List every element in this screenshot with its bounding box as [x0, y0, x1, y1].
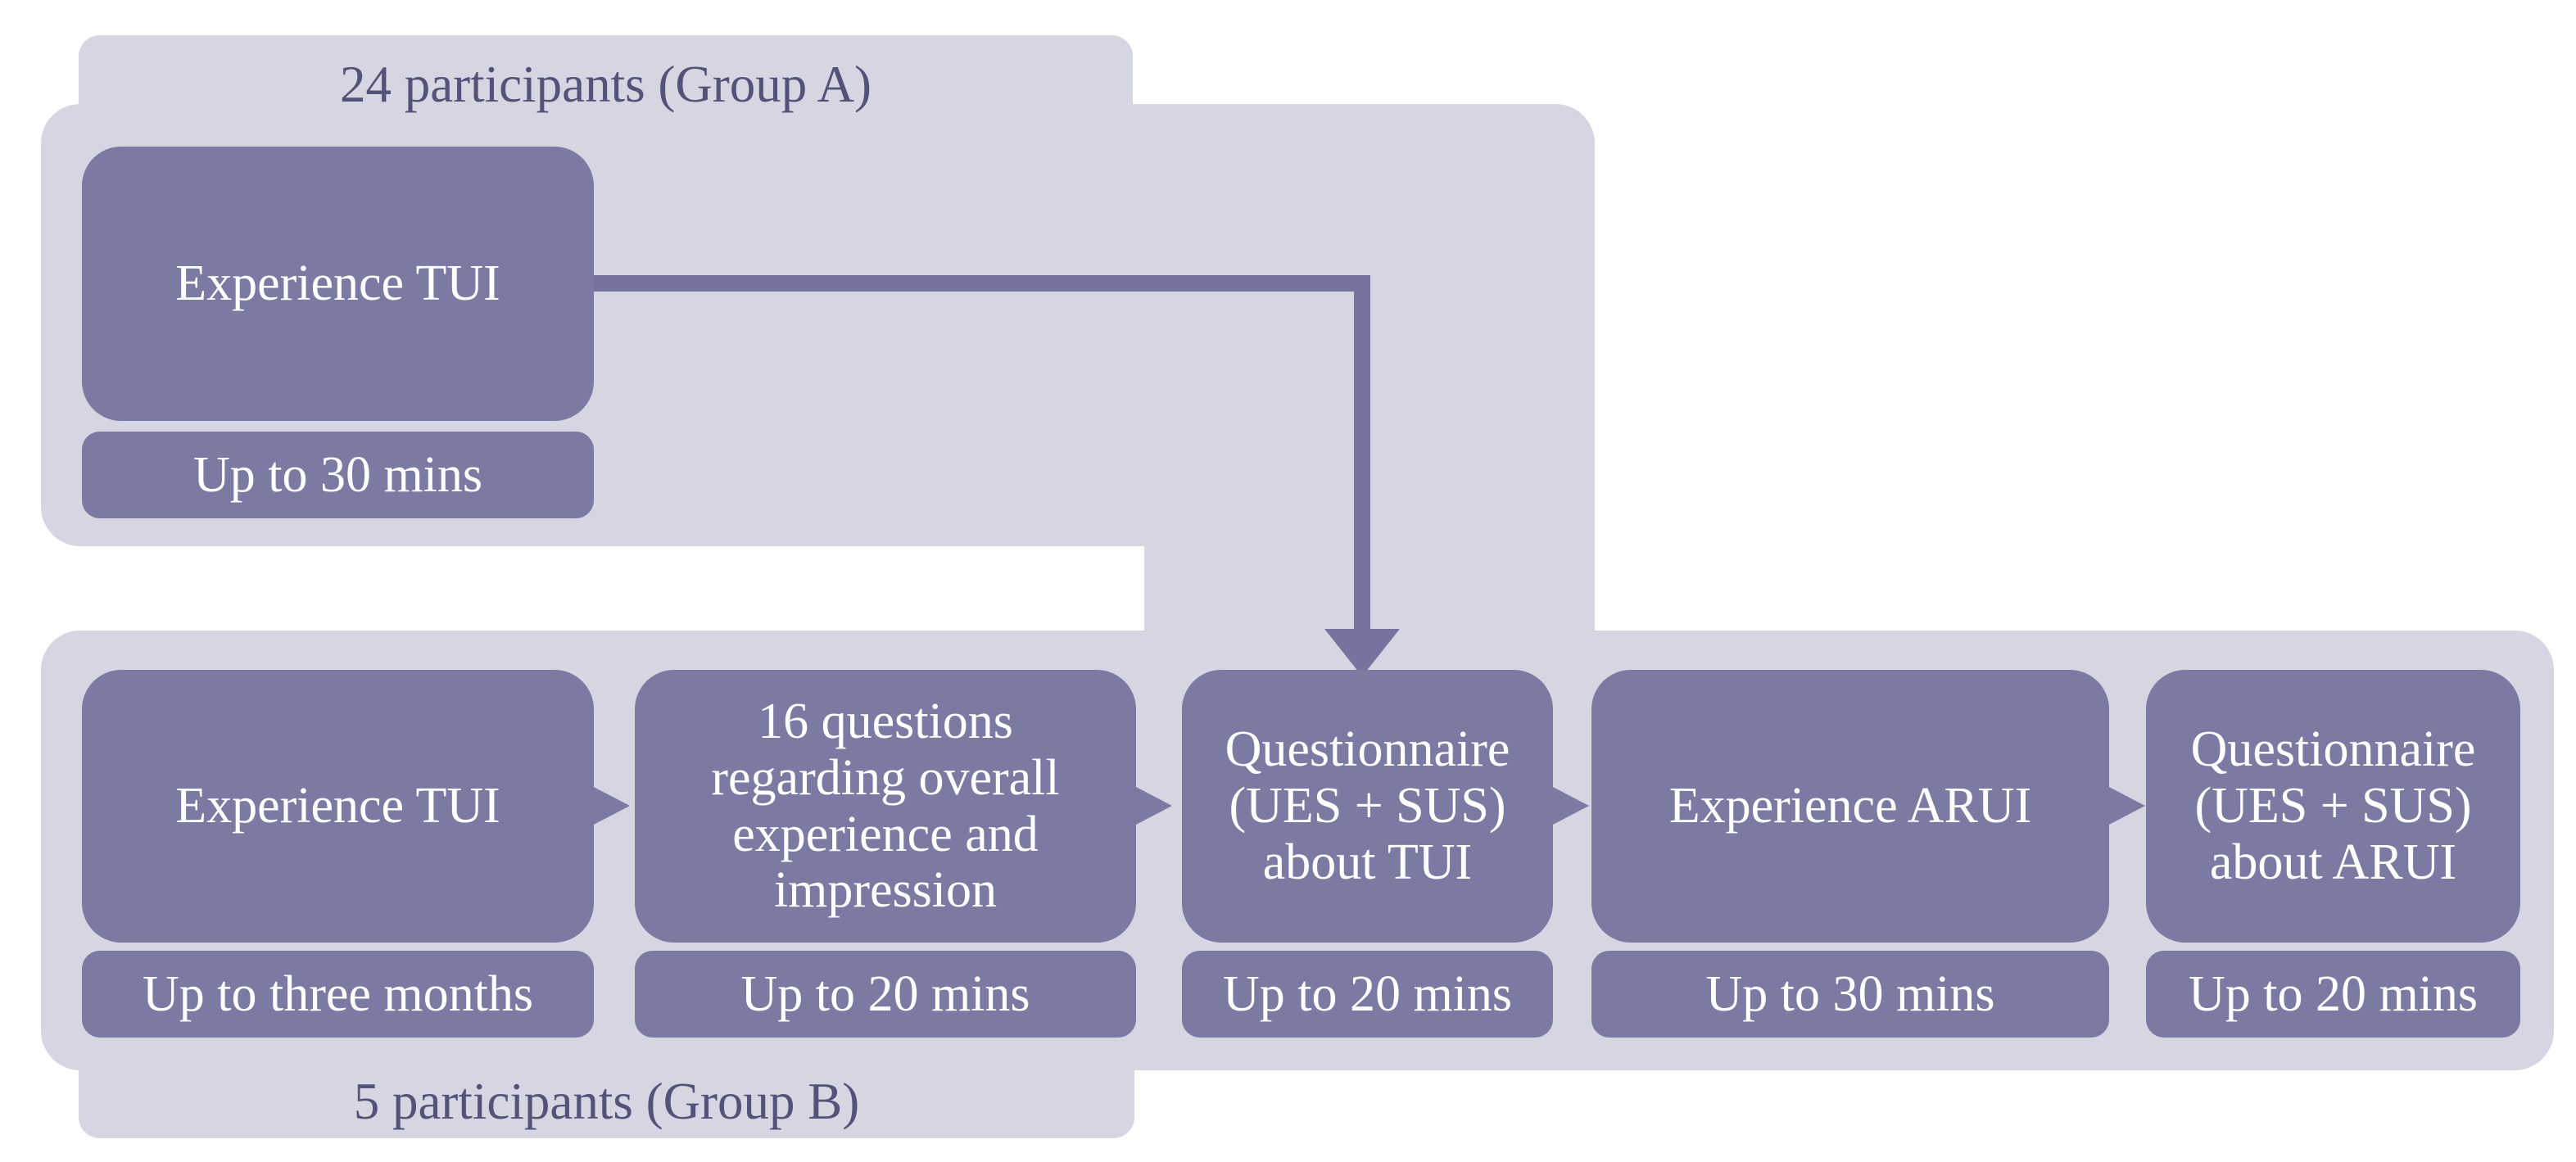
step-experience-arui-duration: Up to 30 mins	[1591, 951, 2109, 1038]
chevron-right-icon	[2107, 786, 2145, 825]
chevron-right-icon	[1134, 786, 1172, 825]
arrow-head-icon	[1324, 629, 1400, 676]
flow-arrow-horizontal	[594, 275, 1370, 292]
flow-arrow-vertical	[1354, 275, 1370, 629]
step-experience-tui-duration: Up to three months	[82, 951, 594, 1038]
group-a-label: 24 participants (Group A)	[339, 56, 872, 114]
step-questionnaire-tui-duration: Up to 20 mins	[1182, 951, 1553, 1038]
group-a-experience-tui-box: Experience TUI	[82, 147, 594, 421]
chevron-right-icon	[592, 786, 630, 825]
step-experience-tui-box: Experience TUI	[82, 670, 594, 943]
step-16-questions-duration: Up to 20 mins	[635, 951, 1136, 1038]
step-16-questions-box: 16 questions regarding overall experienc…	[635, 670, 1136, 943]
group-b-label: 5 participants (Group B)	[353, 1073, 860, 1131]
step-questionnaire-tui-box: Questionnaire (UES + SUS) about TUI	[1182, 670, 1553, 943]
step-experience-arui-box: Experience ARUI	[1591, 670, 2109, 943]
step-questionnaire-arui-duration: Up to 20 mins	[2146, 951, 2520, 1038]
group-a-experience-tui-duration: Up to 30 mins	[82, 432, 594, 518]
chevron-right-icon	[1551, 786, 1589, 825]
step-questionnaire-arui-box: Questionnaire (UES + SUS) about ARUI	[2146, 670, 2520, 943]
